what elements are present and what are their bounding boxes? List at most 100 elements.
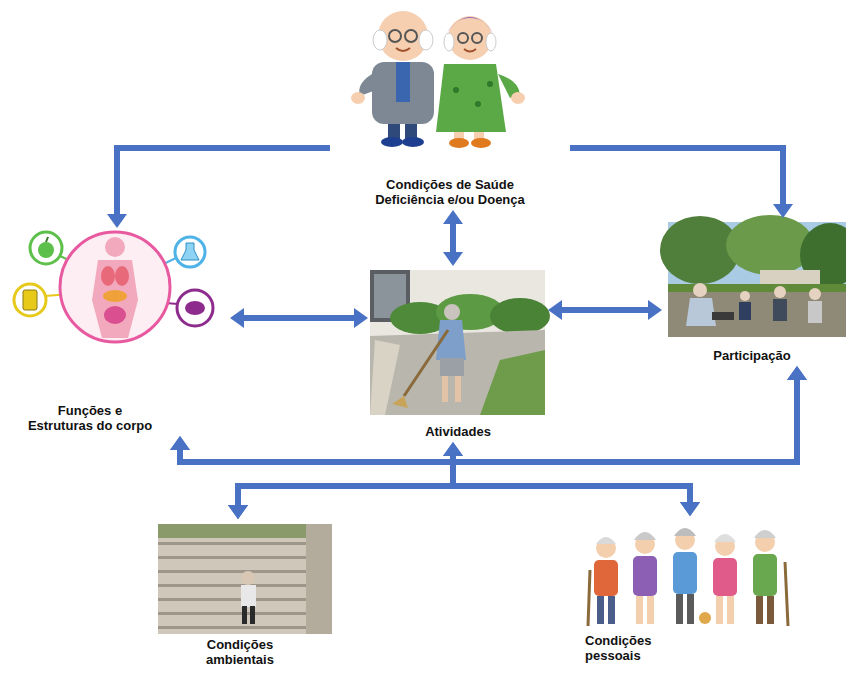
block-arrow (443, 442, 700, 516)
arrow-head (354, 308, 368, 328)
arrow-head (443, 252, 463, 266)
elderly-couple (351, 11, 525, 148)
picture-node: Condições pessoais (580, 516, 795, 666)
icon-ring (14, 284, 46, 316)
node-label: Condições ambientais (185, 637, 295, 667)
brain-icon (185, 301, 205, 315)
node-label: Funções e Estruturas do corpo (26, 403, 154, 433)
node-label: Condições pessoais (585, 633, 685, 663)
person-head (740, 291, 750, 301)
body (594, 560, 618, 596)
woman-head (448, 16, 492, 60)
stair-edge (158, 542, 332, 545)
leg (647, 596, 654, 624)
block-arrow (443, 210, 463, 266)
small-dog (699, 612, 711, 624)
body-illustration (14, 232, 213, 342)
body (673, 552, 697, 594)
woman-glasses (472, 33, 482, 43)
arrow-line (180, 449, 690, 503)
leg (597, 596, 604, 624)
arrow-head (443, 210, 463, 224)
leg (636, 596, 643, 624)
person-leg (242, 606, 247, 624)
arrow-line (238, 379, 797, 506)
man-glasses (405, 30, 417, 42)
apple-stem (46, 237, 48, 242)
arrow-line (180, 449, 453, 506)
picture-node: Condições de Saúde Deficiência e/ou Doen… (330, 4, 570, 210)
person-body (773, 299, 787, 321)
node-label: Participação (667, 348, 837, 363)
person-head (809, 288, 821, 300)
arrow-line (561, 307, 649, 313)
stair-edge (158, 626, 332, 629)
arrow-line (453, 379, 797, 503)
body-torso (92, 260, 138, 338)
block-arrow (228, 442, 463, 519)
body-head (105, 237, 125, 257)
node-label: Atividades (373, 424, 543, 439)
person-head (774, 286, 786, 298)
arrow-head (107, 214, 127, 228)
elderly-group (588, 528, 788, 626)
woman-hair (444, 33, 454, 51)
broom-handle (404, 330, 448, 396)
woman-hair (486, 33, 496, 51)
man-smile (396, 48, 410, 51)
block-arrow (453, 366, 807, 516)
arrow-head (787, 366, 807, 380)
body (713, 558, 737, 596)
person-head (693, 283, 707, 297)
leg (608, 596, 615, 624)
organ-lung (101, 266, 115, 286)
dress-dot (487, 81, 493, 87)
leg (676, 594, 683, 624)
cane (588, 570, 590, 626)
woman-shoe (471, 138, 491, 148)
man-hair (373, 30, 387, 50)
apple-icon (38, 242, 54, 258)
person-leg (250, 606, 255, 624)
arrow-head (170, 436, 190, 450)
stairs-top (158, 524, 332, 538)
man-shoe (381, 137, 403, 147)
organ-gut (104, 306, 126, 324)
arrow-head (680, 502, 700, 516)
man-hand (351, 92, 365, 104)
stairs-photo (158, 524, 332, 634)
picture-node: Participação (662, 218, 842, 366)
picture-node: Funções e Estruturas do corpo (8, 228, 230, 436)
broom-head (392, 396, 408, 408)
leg (716, 596, 723, 624)
person-head (241, 571, 255, 585)
block-arrow (548, 300, 662, 320)
woman-glasses (458, 33, 468, 43)
icon-ring (30, 232, 62, 264)
activities-photo (370, 270, 550, 415)
arrow-line (117, 148, 330, 215)
organ-lung (115, 266, 129, 286)
hair (634, 532, 656, 540)
cane (785, 562, 788, 626)
arrow-head (680, 502, 700, 516)
arrow-head (787, 366, 807, 380)
bush (490, 298, 550, 334)
woman-dress (436, 64, 506, 132)
arrow-head (228, 505, 248, 519)
organ-liver (103, 290, 127, 302)
man-jacket (372, 62, 434, 124)
arrow-head (773, 204, 793, 218)
hair (714, 534, 736, 542)
arrow-head (230, 308, 244, 328)
body (753, 554, 777, 596)
arrow-head (443, 442, 463, 456)
chair (712, 312, 734, 320)
arrow-head (228, 505, 248, 519)
hair (674, 528, 696, 536)
tree (726, 215, 814, 275)
flask-icon (181, 243, 199, 260)
man-hair (419, 30, 433, 50)
